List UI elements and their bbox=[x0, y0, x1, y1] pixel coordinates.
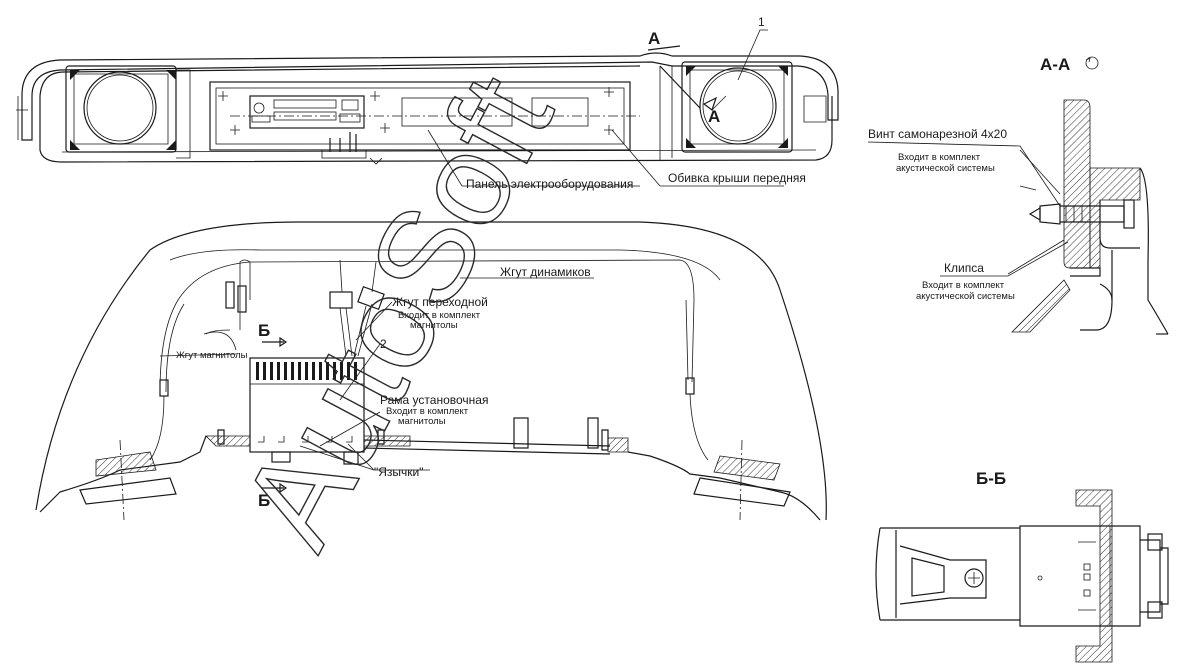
roof-trim-label: Обивка крыши передняя bbox=[668, 171, 806, 185]
section-a-a-detail bbox=[1007, 99, 1169, 335]
frame-label: Рама установочная bbox=[380, 393, 488, 407]
radio-cassette-icon bbox=[249, 95, 365, 129]
tongues-label: "Язычки" bbox=[374, 465, 424, 479]
section-a-mark-lower: А bbox=[708, 107, 720, 126]
adapter-note-2: магнитолы bbox=[410, 320, 458, 331]
clip-leader bbox=[940, 241, 1069, 277]
adapter-harness-label: Жгут переходной bbox=[392, 295, 488, 309]
adapter-note-1: Входит в комплект bbox=[398, 310, 481, 321]
section-a-title: А-А bbox=[1040, 55, 1070, 74]
headliner-section-view bbox=[35, 221, 827, 521]
frame-note-2: магнитолы bbox=[398, 416, 446, 427]
watermark: AutoSoft bbox=[213, 53, 581, 569]
mag-harness-label: Жгут магнитолы bbox=[176, 350, 248, 361]
section-b-b-detail bbox=[875, 489, 1169, 663]
clip-note-1: Входит в комплект bbox=[922, 280, 1005, 291]
section-b-title: Б-Б bbox=[976, 469, 1006, 488]
left-speaker-icon bbox=[65, 65, 177, 153]
rotation-circle-icon bbox=[1085, 56, 1099, 70]
clip-label: Клипса bbox=[944, 261, 984, 275]
callout-1: 1 bbox=[758, 15, 765, 29]
section-b-mark-bottom: Б bbox=[258, 491, 270, 510]
section-b-mark-top: Б bbox=[258, 321, 270, 340]
radio-unit bbox=[249, 357, 365, 465]
speaker-harness-label: Жгут динамиков bbox=[500, 265, 591, 279]
section-a-mark: А bbox=[648, 29, 660, 48]
roof-trim-front-view bbox=[16, 29, 839, 187]
screw-leader bbox=[867, 141, 1061, 207]
panel-label: Панель электрооборудования bbox=[466, 177, 633, 191]
right-speaker-icon bbox=[681, 61, 793, 153]
screw-note-2: акустической системы bbox=[896, 163, 995, 174]
speaker-right-section bbox=[693, 439, 791, 521]
screw-label: Винт самонарезной 4x20 bbox=[868, 127, 1007, 141]
rotation-arrow-icon bbox=[1085, 57, 1091, 63]
screw-note-1: Входит в комплект bbox=[898, 152, 981, 163]
callout-2: 2 bbox=[380, 337, 387, 351]
speaker-left-section bbox=[79, 439, 177, 521]
frame-note-1: Входит в комплект bbox=[386, 406, 469, 417]
clip-note-2: акустической системы bbox=[916, 291, 1015, 302]
electrical-panel bbox=[209, 81, 640, 165]
